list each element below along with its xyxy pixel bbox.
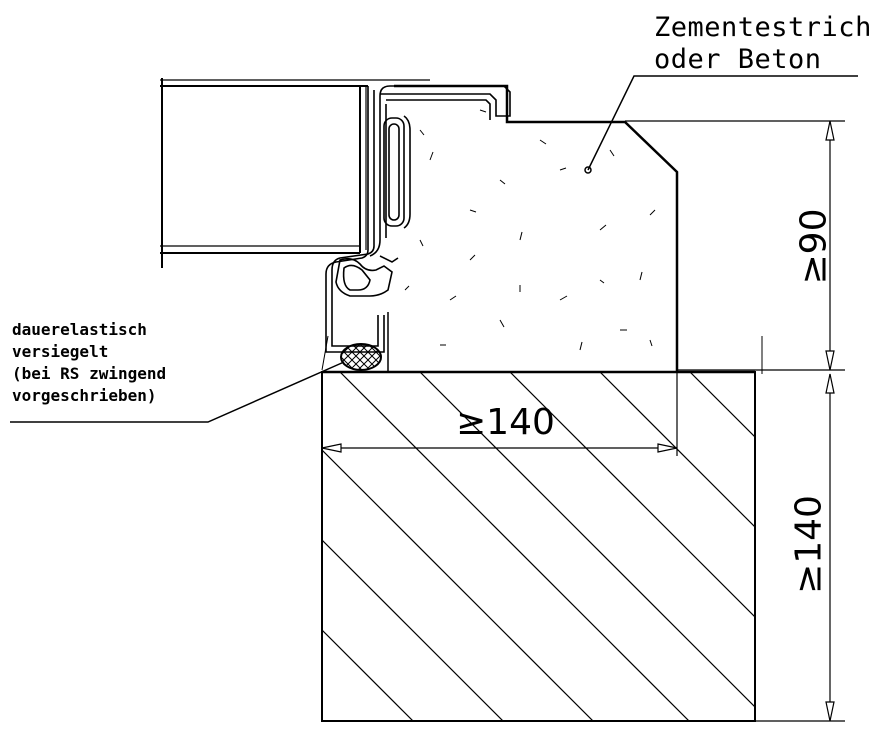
material-label-line1: Zementestrich	[654, 12, 872, 43]
dimension-screed-height: ≥90	[793, 208, 835, 285]
seal-note-line4: vorgeschrieben)	[12, 386, 157, 405]
seal-note-line1: dauerelastisch	[12, 320, 147, 339]
seal-note-line2: versiegelt	[12, 342, 109, 361]
seal-note-line3: (bei RS zwingend	[12, 364, 167, 383]
material-label-line2: oder Beton	[654, 44, 822, 75]
dimension-wall-height: ≥140	[788, 495, 830, 594]
concrete-speckles	[405, 110, 655, 350]
door-leaf	[160, 78, 430, 268]
screed-fill	[322, 86, 755, 372]
elastic-sealant	[340, 343, 382, 371]
dimension-lines	[322, 121, 845, 721]
steel-frame-profile	[326, 86, 510, 352]
dimension-screed-width: ≥140	[456, 402, 555, 443]
leader-lines	[10, 76, 858, 422]
